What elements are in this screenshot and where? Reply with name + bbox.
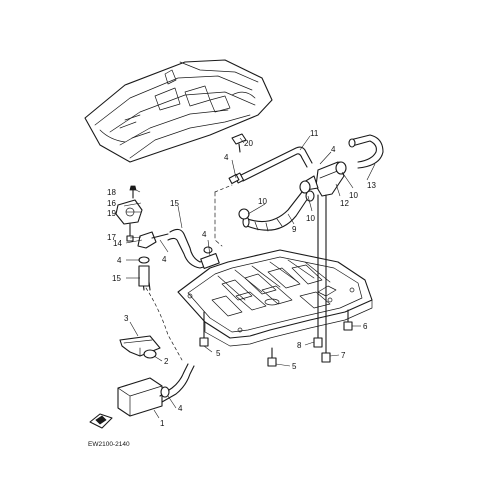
watercraft-hull-sketch — [84, 59, 273, 163]
hull-bottom-plate — [177, 249, 373, 347]
part-15-hose-upper — [167, 173, 240, 269]
label-10: 10 — [349, 191, 358, 200]
label-1: 1 — [160, 419, 165, 428]
part-15-hose-lower — [138, 265, 183, 361]
label-5: 5 — [292, 362, 297, 371]
part-14-fitting — [137, 231, 169, 264]
part-10-clamps — [238, 161, 347, 220]
part-11-pipe — [233, 146, 313, 184]
leader-lines — [123, 135, 376, 419]
label-4: 4 — [331, 145, 336, 154]
part-16-valve-bracket — [115, 185, 143, 242]
label-4: 4 — [202, 230, 207, 239]
label-9: 9 — [292, 225, 297, 234]
part-5-bolts — [199, 311, 277, 367]
label-3: 3 — [124, 314, 129, 323]
label-11: 11 — [310, 129, 319, 138]
part-8-bolt-rods — [313, 194, 331, 363]
label-14: 14 — [113, 239, 122, 248]
diagram-code: EW2100-2140 — [88, 441, 130, 448]
label-4: 4 — [224, 153, 229, 162]
label-20: 20 — [244, 139, 253, 148]
label-10: 10 — [258, 197, 267, 206]
label-4: 4 — [178, 404, 183, 413]
label-12: 12 — [340, 199, 349, 208]
label-17: 17 — [107, 233, 116, 242]
label-6: 6 — [363, 322, 368, 331]
label-19: 19 — [107, 209, 116, 218]
label-15: 15 — [112, 274, 121, 283]
part-1-separator-box — [117, 363, 195, 417]
label-10: 10 — [306, 214, 315, 223]
label-18: 18 — [107, 188, 116, 197]
label-4: 4 — [117, 256, 122, 265]
label-13: 13 — [367, 181, 376, 190]
label-16: 16 — [107, 199, 116, 208]
label-2: 2 — [164, 357, 169, 366]
part-2-grommet — [143, 349, 157, 359]
label-8: 8 — [297, 341, 302, 350]
label-7: 7 — [341, 351, 346, 360]
front-arrow-icon — [89, 413, 113, 429]
label-4: 4 — [162, 255, 167, 264]
label-15: 15 — [170, 199, 179, 208]
label-5: 5 — [216, 349, 221, 358]
part-13-elbow-hose — [348, 134, 384, 169]
part-20-bolt — [231, 133, 247, 153]
part-number-labels: 11 20 4 4 13 10 12 10 10 9 15 4 4 18 16 … — [107, 129, 376, 428]
